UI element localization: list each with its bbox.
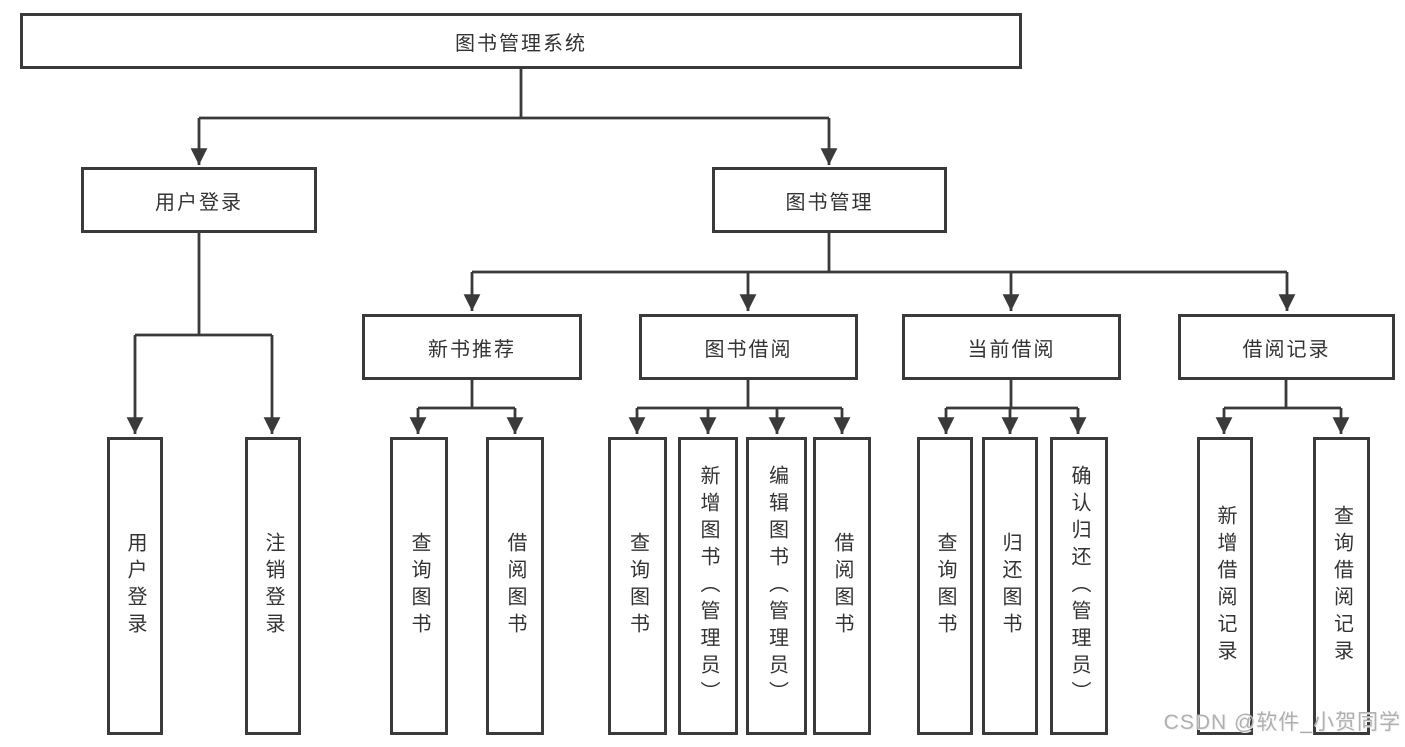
leaf-borrowing-borrow-label: 借阅图书	[831, 532, 853, 640]
leaf-borrowing-borrow: 借阅图书	[813, 437, 871, 735]
leaf-logout: 注销登录	[245, 437, 301, 735]
leaf-records-add: 新增借阅记录	[1197, 437, 1253, 735]
leaf-newbooks-borrow-label: 借阅图书	[504, 532, 526, 640]
leaf-user-login-label: 用户登录	[124, 532, 146, 640]
leaf-borrowing-add-label: 新增图书（管理员）	[697, 464, 719, 708]
leaf-user-login: 用户登录	[107, 437, 163, 735]
leaf-records-add-label: 新增借阅记录	[1214, 505, 1236, 667]
node-user-login: 用户登录	[81, 167, 317, 233]
leaf-borrowing-edit-label: 编辑图书（管理员）	[765, 464, 788, 708]
node-borrow-records-label: 借阅记录	[1242, 338, 1331, 361]
csdn-watermark: CSDN @软件_小贺同学	[1163, 711, 1401, 734]
leaf-newbooks-query-label: 查询图书	[408, 532, 430, 640]
node-book-management-label: 图书管理	[785, 191, 874, 214]
node-current-borrowing-label: 当前借阅	[967, 338, 1056, 361]
connector-trunks	[135, 69, 1341, 410]
leaf-borrowing-add: 新增图书（管理员）	[678, 437, 738, 735]
leaf-records-query-label: 查询借阅记录	[1330, 505, 1353, 667]
node-book-borrowing: 图书借阅	[639, 314, 858, 380]
leaf-current-return: 归还图书	[982, 437, 1038, 735]
node-user-login-label: 用户登录	[155, 191, 243, 214]
leaf-borrowing-query: 查询图书	[608, 437, 667, 735]
leaf-newbooks-query: 查询图书	[390, 437, 448, 735]
node-book-borrowing-label: 图书借阅	[704, 338, 793, 361]
leaf-newbooks-borrow: 借阅图书	[486, 437, 544, 735]
node-root-label: 图书管理系统	[455, 32, 587, 55]
leaf-borrowing-edit: 编辑图书（管理员）	[746, 437, 807, 735]
leaf-current-return-label: 归还图书	[999, 532, 1021, 640]
node-current-borrowing: 当前借阅	[902, 314, 1121, 380]
leaf-records-query: 查询借阅记录	[1313, 437, 1370, 735]
node-book-management: 图书管理	[712, 167, 947, 233]
leaf-borrowing-query-label: 查询图书	[626, 532, 649, 640]
node-root: 图书管理系统	[20, 13, 1022, 69]
leaf-current-query: 查询图书	[917, 437, 973, 735]
leaf-current-confirm: 确认归还（管理员）	[1050, 437, 1108, 735]
leaf-logout-label: 注销登录	[262, 532, 284, 640]
node-new-books: 新书推荐	[362, 314, 582, 380]
leaf-current-confirm-label: 确认归还（管理员）	[1068, 464, 1090, 708]
connector-arrows	[126, 118, 1350, 434]
node-new-books-label: 新书推荐	[428, 338, 516, 361]
node-borrow-records: 借阅记录	[1178, 314, 1395, 380]
leaf-current-query-label: 查询图书	[934, 532, 956, 640]
